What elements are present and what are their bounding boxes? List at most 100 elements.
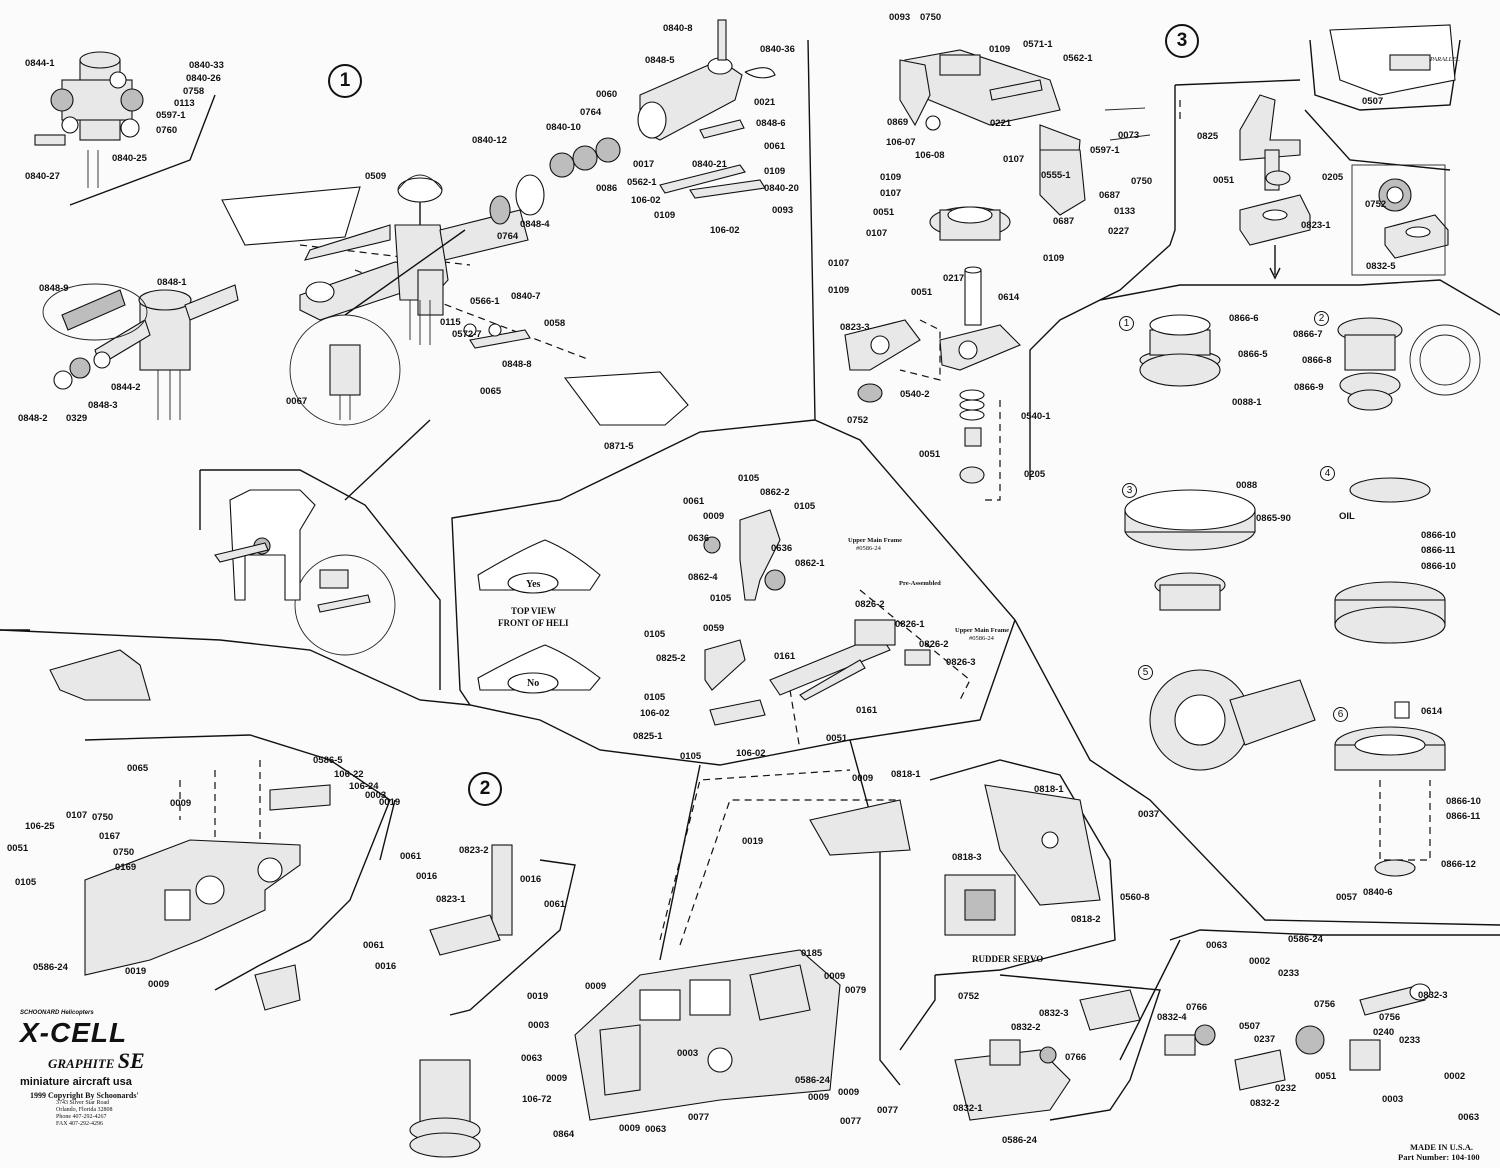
- part-label: 0009: [619, 1123, 641, 1134]
- part-label: 0864: [553, 1129, 575, 1140]
- part-label: 0614: [1421, 706, 1443, 717]
- part-label: 0866-10: [1421, 530, 1456, 541]
- phone-line: Phone 407-292-4267: [56, 1114, 107, 1120]
- part-label: 0109: [828, 285, 850, 296]
- part-label: 0009: [585, 981, 607, 992]
- x-cell-logo-block: SCHOONARD Helicopters X-CELL GRAPHITE SE…: [20, 1010, 160, 1160]
- graphite-se-line: GRAPHITE SE: [48, 1048, 160, 1074]
- part-label: 0107: [866, 228, 888, 239]
- part-label: 0826-1: [895, 619, 925, 630]
- part-label: 0832-1: [953, 1103, 983, 1114]
- part-label: 0840-6: [1363, 887, 1393, 898]
- part-label: 0002: [1249, 956, 1271, 967]
- part-label: 0063: [1206, 940, 1228, 951]
- subsection-marker-2: 2: [1314, 311, 1329, 326]
- part-label: 0866-10: [1446, 796, 1481, 807]
- upper-frame-assembly: [844, 49, 1151, 484]
- part-label: 0065: [127, 763, 149, 774]
- part-label: 0840-10: [546, 122, 581, 133]
- part-label: 0088: [1236, 480, 1258, 491]
- part-label: 0844-1: [25, 58, 55, 69]
- part-label: 0614: [998, 292, 1020, 303]
- part-label: 106-24: [349, 781, 379, 792]
- part-label: 0051: [826, 733, 848, 744]
- part-label: 0818-3: [952, 852, 982, 863]
- part-label: 0077: [877, 1105, 899, 1116]
- part-label: 0019: [742, 836, 764, 847]
- tail-servo-mount: [809, 784, 1101, 936]
- part-label: 0061: [363, 940, 385, 951]
- part-label: 0832-5: [1366, 261, 1396, 272]
- part-label: 0825: [1197, 131, 1219, 142]
- part-label: 0764: [497, 231, 519, 242]
- part-label: 0752: [1365, 199, 1387, 210]
- part-label: 0003: [528, 1020, 550, 1031]
- part-label: 0636: [688, 533, 710, 544]
- part-label: 0109: [880, 172, 902, 183]
- part-label: 0866-10: [1421, 561, 1456, 572]
- part-label: 0113: [174, 98, 195, 109]
- part-label: 0818-1: [1034, 784, 1064, 795]
- part-label: 106-02: [640, 708, 670, 719]
- mixing-lever-assembly: [477, 509, 931, 726]
- se-text: SE: [117, 1048, 145, 1073]
- part-label: 0571-1: [1023, 39, 1053, 50]
- part-label: 0752: [847, 415, 869, 426]
- part-label: 0060: [596, 89, 618, 100]
- part-label: 0586-5: [313, 755, 343, 766]
- graphite-text: GRAPHITE: [48, 1056, 115, 1071]
- part-label: 0016: [520, 874, 542, 885]
- part-label: 0764: [580, 107, 602, 118]
- part-label: 0019: [527, 991, 549, 1002]
- rotor-head-assembly: [221, 19, 776, 426]
- part-label: 0161: [856, 705, 878, 716]
- part-label: 0840-27: [25, 171, 60, 182]
- part-label: 0840-7: [511, 291, 541, 302]
- part-label: 0866-9: [1294, 382, 1324, 393]
- swash-guide-and-servo: [409, 844, 513, 1158]
- part-label: 0016: [375, 961, 397, 972]
- part-label: 0009: [824, 971, 846, 982]
- pre-assembled-note: Pre-Assembled: [899, 580, 941, 587]
- part-label: 0766: [1186, 1002, 1208, 1013]
- subsection-marker-3: 3: [1122, 483, 1137, 498]
- part-label: 0109: [989, 44, 1011, 55]
- part-label: 0823-3: [840, 322, 870, 333]
- part-label: 0105: [710, 593, 732, 604]
- part-label: 0051: [911, 287, 933, 298]
- product-name: X-CELL: [20, 1017, 128, 1048]
- part-label: 0009: [808, 1092, 830, 1103]
- part-label: 0009: [546, 1073, 568, 1084]
- part-label: 0507: [1239, 1021, 1261, 1032]
- part-label: 0227: [1108, 226, 1130, 237]
- part-label: 0597-1: [1090, 145, 1120, 156]
- part-label: 0509: [365, 171, 387, 182]
- part-label: 0832-4: [1157, 1012, 1187, 1023]
- part-label: 0826-2: [855, 599, 885, 610]
- part-label: 0848-6: [756, 118, 786, 129]
- part-label: 0205: [1322, 172, 1344, 183]
- part-label: 0826-2: [919, 639, 949, 650]
- part-label: 0869: [887, 117, 909, 128]
- part-label: 0766: [1065, 1052, 1087, 1063]
- part-label: 0562-1: [627, 177, 657, 188]
- part-label: 0019: [125, 966, 147, 977]
- part-label: 0555-1: [1041, 170, 1071, 181]
- clutch-assemblies: [1124, 314, 1481, 877]
- part-label: 0003: [365, 790, 387, 801]
- part-label: 0866-6: [1229, 313, 1259, 324]
- part-label: 0825-1: [633, 731, 663, 742]
- washout-detail-inset: [214, 229, 466, 656]
- part-label: 106-07: [886, 137, 916, 148]
- part-label: 106-25: [25, 821, 55, 832]
- part-label: 0507: [1362, 96, 1384, 107]
- part-label: 0566-1: [470, 296, 500, 307]
- part-label: 0019: [379, 797, 401, 808]
- part-label: 0079: [845, 985, 867, 996]
- part-label: 0109: [654, 210, 676, 221]
- made-in-usa: MADE IN U.S.A.: [1410, 1142, 1474, 1152]
- part-label: 0826-3: [946, 657, 976, 668]
- part-label: 0073: [1118, 130, 1140, 141]
